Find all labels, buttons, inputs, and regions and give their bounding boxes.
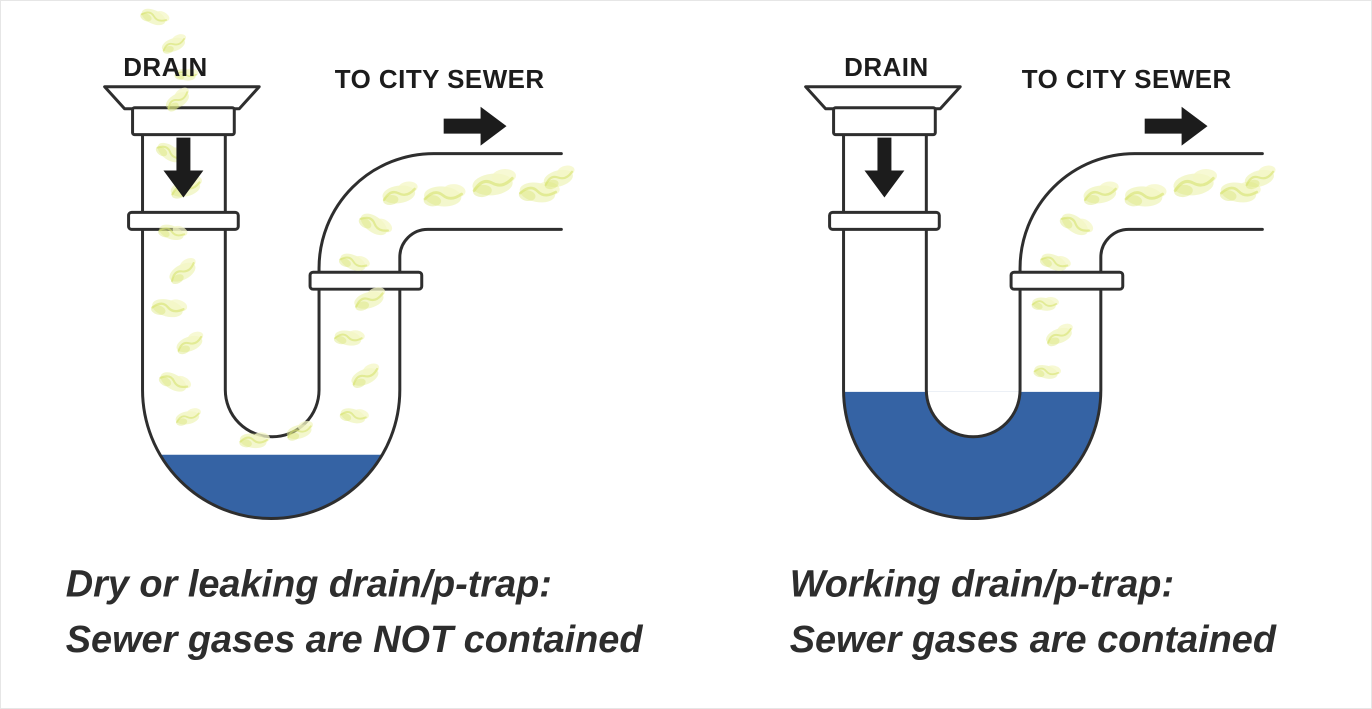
drain-label: DRAIN (123, 54, 208, 82)
right-caption-line-1: Working drain/p-trap: (790, 563, 1174, 605)
left-diagram-dry-trap: DRAIN TO CITY SEWER Dry or leaking drain… (66, 2, 644, 661)
right-arrow-icon (443, 106, 507, 146)
trap-water-low (160, 454, 383, 519)
drain-label: DRAIN (844, 54, 929, 82)
sewer-label: TO CITY SEWER (335, 66, 545, 94)
down-arrow-icon (864, 137, 905, 198)
sewer-label: TO CITY SEWER (1022, 66, 1232, 94)
right-arrow-icon (1144, 106, 1208, 146)
left-caption-line-1: Dry or leaking drain/p-trap: (66, 563, 552, 605)
right-diagram-working-trap: DRAIN TO CITY SEWER Working drain/p-trap… (790, 54, 1281, 661)
left-caption-line-2: Sewer gases are NOT contained (66, 619, 644, 661)
right-caption-line-2: Sewer gases are contained (790, 619, 1277, 661)
trap-water-full (843, 391, 1101, 519)
